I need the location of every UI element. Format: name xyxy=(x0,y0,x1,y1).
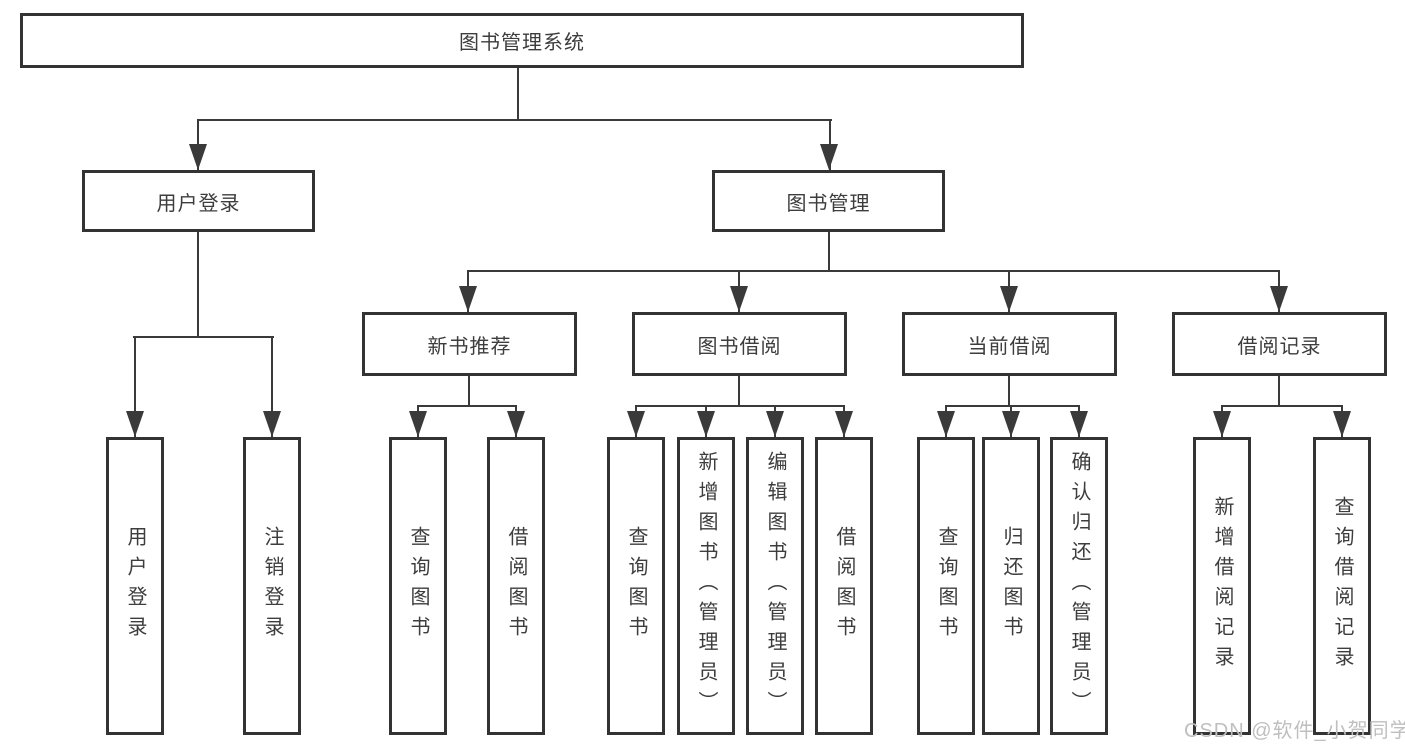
leaf-add-books-admin: 新增图书（管理员） xyxy=(677,437,735,735)
arrowhead-down-icon xyxy=(730,286,748,312)
connector-line xyxy=(1278,376,1280,407)
node-book-management: 图书管理 xyxy=(712,170,945,232)
leaf-add-borrow-record: 新增借阅记录 xyxy=(1193,437,1251,735)
arrowhead-down-icon xyxy=(409,411,427,437)
leaf-borrow-books-recommend: 借阅图书 xyxy=(487,437,545,735)
arrowhead-down-icon xyxy=(835,411,853,437)
node-user-login: 用户登录 xyxy=(82,170,315,232)
leaf-confirm-return-admin: 确认归还（管理员） xyxy=(1050,437,1108,735)
arrowhead-down-icon xyxy=(766,411,784,437)
leaf-logout: 注销登录 xyxy=(243,437,301,735)
leaf-edit-books-admin: 编辑图书（管理员） xyxy=(746,437,804,735)
arrowhead-down-icon xyxy=(1000,286,1018,312)
node-borrowing-records: 借阅记录 xyxy=(1172,312,1387,376)
connector-line xyxy=(517,68,519,121)
arrowhead-down-icon xyxy=(126,411,144,437)
leaf-query-borrow-record: 查询借阅记录 xyxy=(1313,437,1371,735)
arrowhead-down-icon xyxy=(1333,411,1351,437)
connector-line xyxy=(738,376,740,407)
connector-line xyxy=(197,232,199,338)
arrowhead-down-icon xyxy=(1070,411,1088,437)
leaf-user-login: 用户登录 xyxy=(106,437,164,735)
arrowhead-down-icon xyxy=(1002,411,1020,437)
node-current-borrowing: 当前借阅 xyxy=(902,312,1117,376)
connector-line xyxy=(197,119,832,121)
connector-line xyxy=(828,232,830,272)
leaf-return-books: 归还图书 xyxy=(982,437,1040,735)
node-book-borrowing: 图书借阅 xyxy=(632,312,847,376)
arrowhead-down-icon xyxy=(507,411,525,437)
connector-line xyxy=(467,270,1280,272)
arrowhead-down-icon xyxy=(1270,286,1288,312)
connector-line xyxy=(417,405,517,407)
arrowhead-down-icon xyxy=(263,411,281,437)
watermark: CSDN @软件_小贺同学 xyxy=(1184,720,1405,742)
connector-line xyxy=(134,336,136,437)
node-new-book-recommendation: 新书推荐 xyxy=(362,312,577,376)
arrowhead-down-icon xyxy=(1213,411,1231,437)
connector-line xyxy=(945,405,1080,407)
arrowhead-down-icon xyxy=(459,286,477,312)
leaf-query-books-current: 查询图书 xyxy=(917,437,975,735)
connector-line xyxy=(133,336,274,338)
arrowhead-down-icon xyxy=(937,411,955,437)
arrowhead-down-icon xyxy=(627,411,645,437)
node-library-management-system: 图书管理系统 xyxy=(20,13,1024,68)
leaf-borrow-books: 借阅图书 xyxy=(815,437,873,735)
arrowhead-down-icon xyxy=(820,144,838,170)
leaf-query-books-recommend: 查询图书 xyxy=(389,437,447,735)
arrowhead-down-icon xyxy=(189,144,207,170)
connector-line xyxy=(468,376,470,407)
connector-line xyxy=(635,405,845,407)
connector-line xyxy=(1008,376,1010,407)
connector-line xyxy=(1221,405,1343,407)
leaf-query-books-borrow: 查询图书 xyxy=(607,437,665,735)
arrowhead-down-icon xyxy=(697,411,715,437)
connector-line xyxy=(271,336,273,437)
